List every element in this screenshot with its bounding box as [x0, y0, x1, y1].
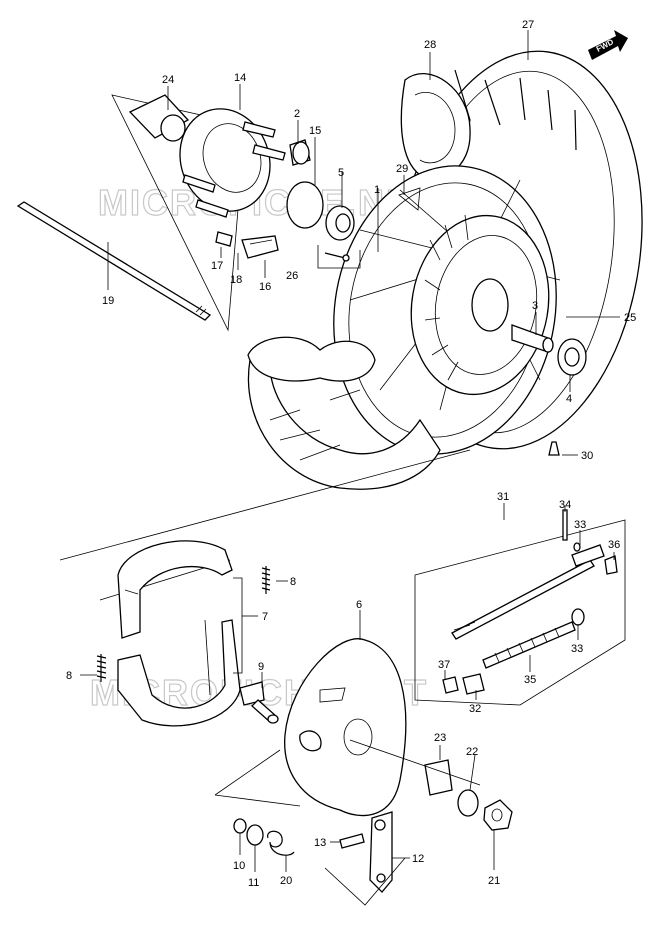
leader-wheel-to-shoes — [59, 449, 471, 561]
bearing-4 — [557, 338, 587, 376]
callout-32: 32 — [469, 703, 481, 715]
callout-11: 11 — [248, 877, 259, 889]
brake-rod-31 — [451, 544, 605, 640]
callout-18: 18 — [230, 274, 242, 286]
leader-axis — [349, 739, 481, 786]
callout-28: 28 — [424, 39, 436, 51]
callout-2: 2 — [294, 108, 300, 120]
callout-20: 20 — [280, 875, 292, 887]
callout-16: 16 — [259, 281, 271, 293]
callout-7: 7 — [262, 611, 268, 623]
callout-37: 37 — [438, 659, 450, 671]
callout-8-upper: 8 — [290, 576, 296, 588]
callout-14: 14 — [234, 72, 246, 84]
callout-26: 26 — [286, 270, 298, 282]
callout-29: 29 — [396, 163, 408, 175]
callout-31: 31 — [497, 491, 509, 503]
callout-24: 24 — [162, 74, 174, 86]
pin-36 — [604, 555, 618, 575]
callout-5: 5 — [338, 167, 344, 179]
nut-37 — [442, 676, 459, 694]
callout-labels: 1 2 3 4 5 6 7 8 8 9 10 11 12 13 14 15 16… — [66, 19, 636, 889]
callout-1: 1 — [374, 184, 380, 196]
washer-11 — [246, 824, 264, 846]
brake-panel-6 — [284, 638, 407, 817]
callout-13: 13 — [314, 837, 326, 849]
washer-22 — [457, 789, 479, 817]
axle-19 — [16, 201, 212, 321]
callout-10: 10 — [233, 860, 245, 872]
callout-3: 3 — [532, 300, 538, 312]
bearing-5 — [325, 205, 355, 241]
collar-2 — [289, 139, 311, 166]
callout-35: 35 — [524, 674, 536, 686]
washer-33-upper — [573, 542, 581, 552]
o-ring-15 — [286, 181, 324, 229]
callout-8-lower: 8 — [66, 670, 72, 682]
air-valve-26 — [324, 252, 350, 262]
tube-28 — [400, 73, 471, 179]
brake-drum-hub — [410, 214, 550, 396]
callout-17: 17 — [211, 260, 223, 272]
valve-30 — [548, 441, 560, 456]
brake-shoe-lower-7 — [117, 619, 241, 727]
callout-4: 4 — [566, 393, 572, 405]
callout-23: 23 — [434, 732, 446, 744]
circlip-10 — [233, 818, 247, 834]
callout-15: 15 — [309, 125, 321, 137]
forward-arrow-icon: FWD — [588, 30, 628, 60]
sleeve-24 — [128, 94, 190, 142]
brake-shoe-upper-7 — [117, 540, 233, 639]
callout-30: 30 — [581, 450, 593, 462]
callout-36: 36 — [608, 539, 620, 551]
callout-34: 34 — [559, 499, 571, 511]
rim-band-29 — [398, 187, 421, 211]
spring-20 — [267, 830, 295, 856]
callout-6: 6 — [356, 599, 362, 611]
leader-left — [214, 749, 301, 807]
cam-9 — [239, 681, 279, 724]
brake-arm-12 — [369, 811, 393, 893]
joint-32 — [462, 673, 485, 695]
bolt-17 — [215, 231, 233, 247]
spring-8-lower — [96, 654, 107, 682]
callout-33-upper: 33 — [574, 519, 586, 531]
lower-tire-half — [247, 336, 441, 490]
washer-33-lower — [571, 608, 585, 626]
callout-25: 25 — [624, 312, 636, 324]
callout-33-lower: 33 — [571, 643, 583, 655]
callout-9: 9 — [258, 661, 264, 673]
drive-flange-14 — [179, 108, 286, 218]
callout-21: 21 — [488, 875, 500, 887]
rod-group-outline — [414, 519, 626, 706]
spring-35 — [482, 621, 576, 669]
callout-22: 22 — [466, 746, 478, 758]
pin-34 — [562, 509, 568, 541]
bolt-13 — [339, 833, 365, 849]
spring-8-upper — [261, 566, 271, 594]
arm-leader — [324, 857, 406, 906]
callout-19: 19 — [102, 295, 114, 307]
shoe-bracket — [233, 577, 243, 674]
nut-21 — [483, 799, 513, 831]
lock-plate-16-18 — [241, 235, 279, 259]
callout-leaders — [80, 30, 620, 872]
sleeve-23 — [424, 759, 453, 796]
callout-27: 27 — [522, 19, 534, 31]
callout-12: 12 — [412, 853, 424, 865]
